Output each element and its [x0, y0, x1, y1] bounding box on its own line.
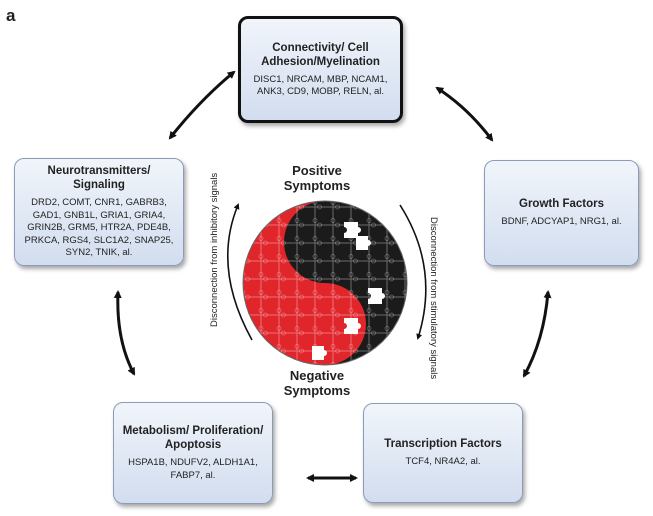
transcription-factors-genes: TCF4, NR4A2, al. [405, 456, 481, 468]
connectivity-title: Connectivity/ Cell Adhesion/Myelination [261, 41, 380, 68]
neurotransmitters-title: Neurotransmitters/ Signaling [47, 165, 151, 192]
neurotransmitters-box: Neurotransmitters/ Signaling DRD2, COMT,… [14, 158, 184, 266]
transcription-factors-box: Transcription Factors TCF4, NR4A2, al. [363, 403, 523, 503]
metabolism-genes: HSPA1B, NDUFV2, ALDH1A1, FABP7, al. [128, 457, 258, 481]
inner-arrow-right [399, 204, 427, 340]
growth-factors-genes: BDNF, ADCYAP1, NRG1, al. [501, 216, 622, 228]
positive-symptoms-label: Positive Symptoms [283, 163, 351, 193]
connectivity-genes: DISC1, NRCAM, MBP, NCAM1, ANK3, CD9, MOB… [253, 73, 388, 98]
neurotransmitters-genes: DRD2, COMT, CNR1, GABRB3, GAD1, GNB1L, G… [24, 197, 174, 259]
arrow-growth-transcription [522, 290, 552, 378]
inhibitory-disconnection-label: Disconnection from inhibitory signals [209, 172, 220, 327]
arrow-neurotransmitters-metabolism [113, 290, 136, 376]
arrow-connectivity-neurotransmitters [168, 70, 236, 140]
connectivity-box: Connectivity/ Cell Adhesion/Myelination … [238, 16, 403, 123]
transcription-factors-title: Transcription Factors [384, 438, 502, 451]
growth-factors-box: Growth Factors BDNF, ADCYAP1, NRG1, al. [484, 160, 639, 266]
panel-label: a [6, 6, 16, 25]
stimulatory-disconnection-label: Disconnection from stimulatory signals [428, 217, 439, 380]
inner-arrow-left [226, 203, 253, 341]
growth-factors-title: Growth Factors [519, 198, 604, 211]
yin-yang-puzzle-icon [242, 200, 408, 366]
metabolism-box: Metabolism/ Proliferation/ Apoptosis HSP… [113, 402, 273, 504]
arrow-connectivity-growth [435, 86, 494, 142]
metabolism-title: Metabolism/ Proliferation/ Apoptosis [122, 425, 264, 451]
negative-symptoms-label: Negative Symptoms [283, 368, 351, 398]
